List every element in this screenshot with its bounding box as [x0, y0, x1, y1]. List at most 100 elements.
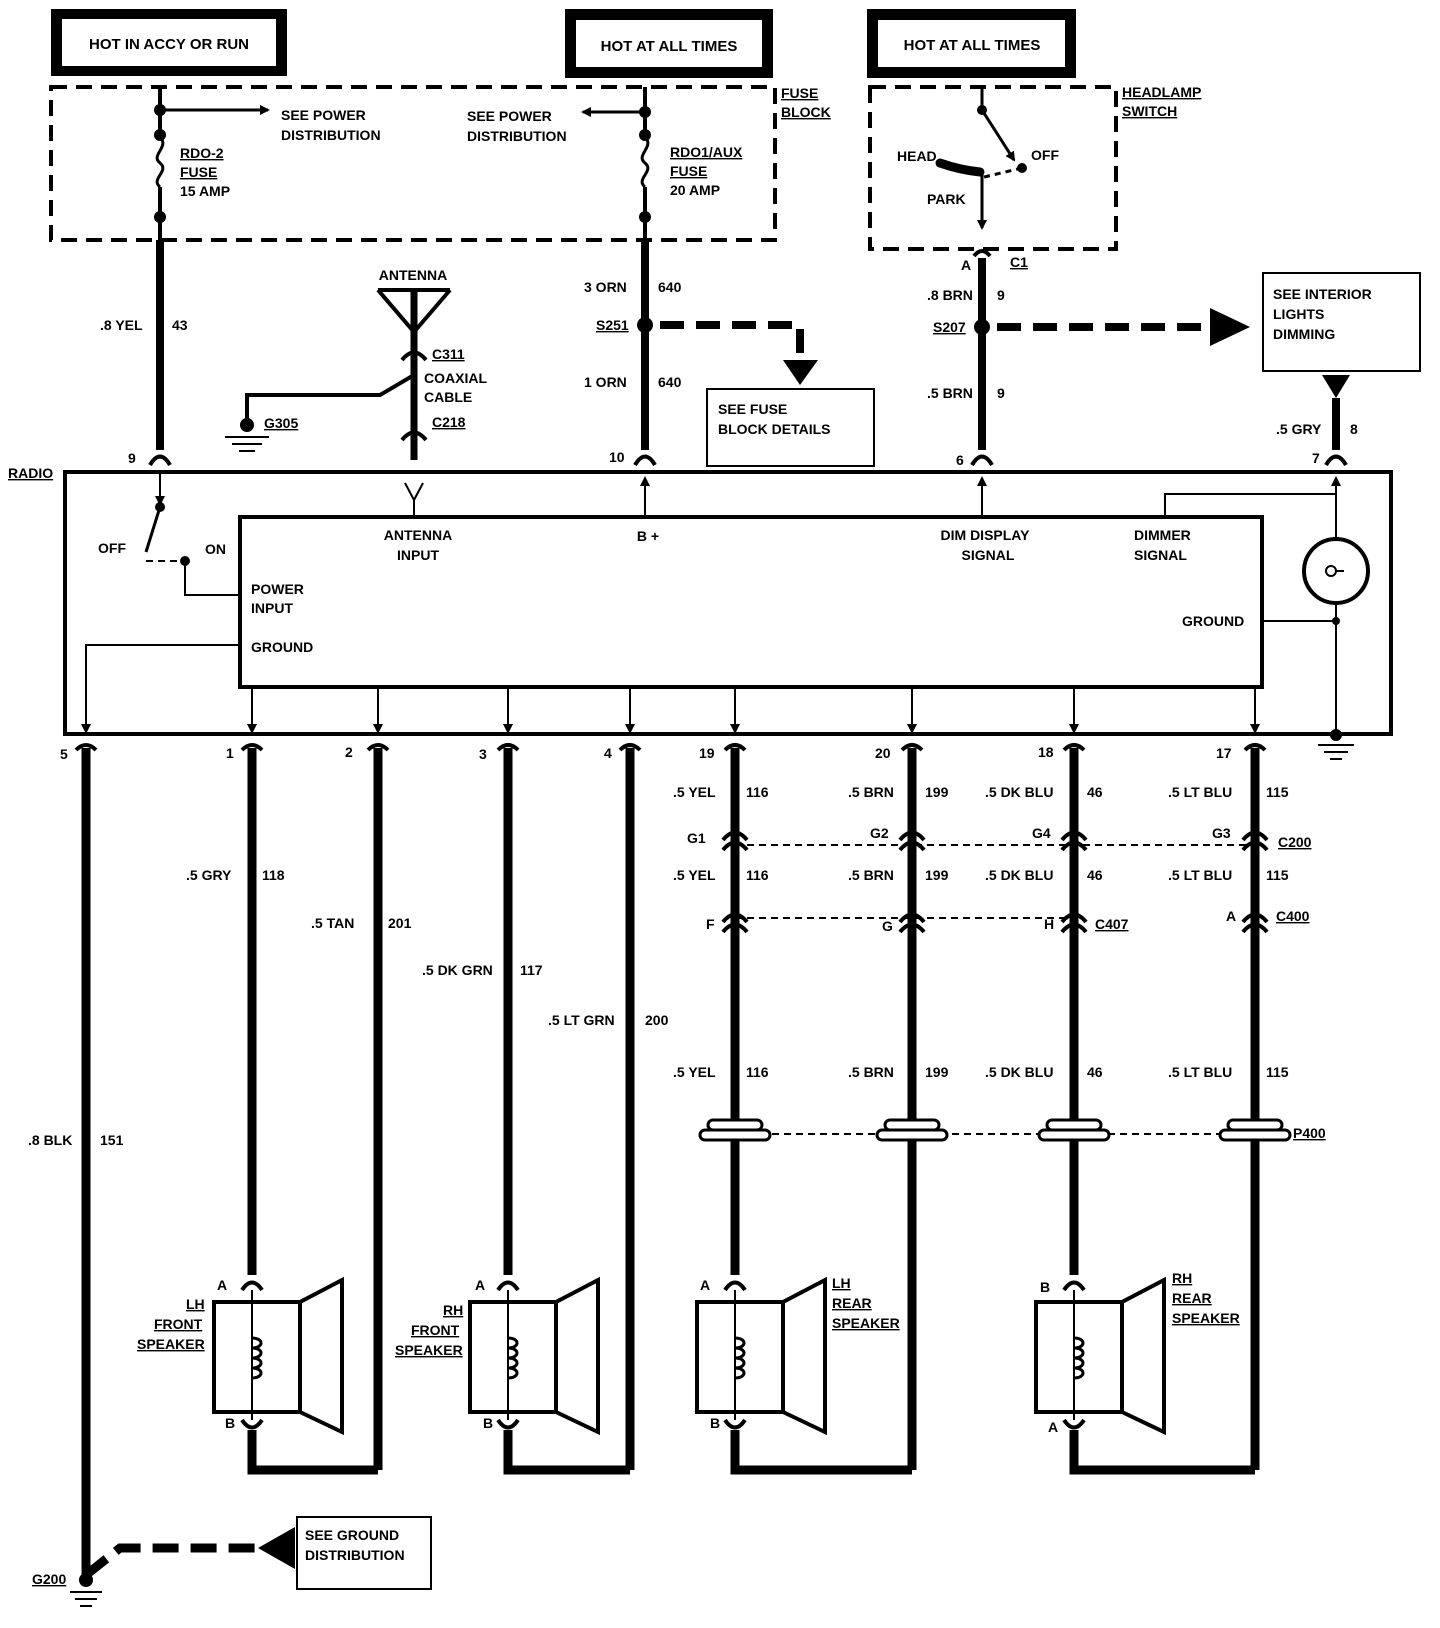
- antenna-cable-2: CABLE: [424, 389, 472, 405]
- dimmer-1: DIMMER: [1134, 527, 1191, 543]
- fuse1-line1: RDO-2: [180, 145, 224, 161]
- headlamp-c1: C1: [1010, 254, 1028, 270]
- antenna-g305: G305: [264, 415, 298, 431]
- lhf-label-1: LH: [186, 1296, 205, 1312]
- w116-gauge-3: .5 YEL: [673, 1064, 716, 1080]
- wire-9a-num: 9: [997, 287, 1005, 303]
- rhr-label-1: RH: [1172, 1270, 1192, 1286]
- headlamp-pin-a: A: [961, 257, 971, 273]
- w116-num-1: 116: [746, 784, 769, 800]
- pin-1: 1: [226, 745, 234, 761]
- interior-ref-3: DIMMING: [1273, 326, 1335, 342]
- w115-gauge-1: .5 LT BLU: [1168, 784, 1232, 800]
- headlamp-off: OFF: [1031, 147, 1059, 163]
- wire-640a-num: 640: [658, 279, 682, 295]
- w116-num-3: 116: [746, 1064, 769, 1080]
- rhf-label-1: RH: [443, 1302, 463, 1318]
- radio-unit: RADIO OFF ON POWER INPUT GROUND ANTENNA …: [8, 465, 1393, 760]
- wire-8-gauge: .5 GRY: [1276, 421, 1322, 437]
- fuse-block-label-1: FUSE: [781, 85, 818, 101]
- c407-g: G: [882, 918, 893, 934]
- fuse-details-1: SEE FUSE: [718, 401, 787, 417]
- fuse1-line2: FUSE: [180, 164, 217, 180]
- see-power-left-1: SEE POWER: [281, 107, 366, 123]
- g200-label: G200: [32, 1571, 66, 1587]
- radio-on: ON: [205, 541, 226, 557]
- headlamp-head: HEAD: [897, 148, 937, 164]
- wire-43: .8 YEL 43 9: [100, 240, 188, 467]
- antenna-c218: C218: [432, 414, 466, 430]
- headlamp-label-2: SWITCH: [1122, 103, 1177, 119]
- w115-num-1: 115: [1266, 784, 1289, 800]
- antenna-c311: C311: [432, 346, 465, 362]
- radio-off: OFF: [98, 540, 126, 556]
- wire-151-gauge: .8 BLK: [28, 1132, 72, 1148]
- wire-9b-num: 9: [997, 385, 1005, 401]
- bottom-wires: .8 BLK 151 .5 GRY 118 .5 TAN 201 .5 DK G…: [28, 748, 1289, 1575]
- wire-640b-num: 640: [658, 374, 682, 390]
- ground-dist-2: DISTRIBUTION: [305, 1547, 405, 1563]
- headlamp-switch: HEADLAMP SWITCH HEAD OFF PARK A C1: [868, 84, 1201, 273]
- power-input-1: POWER: [251, 581, 304, 597]
- pin-10: 10: [609, 449, 625, 465]
- ground-left: GROUND: [251, 639, 313, 655]
- fuse2-line1: RDO1/AUX: [670, 144, 743, 160]
- lhf-label-2: FRONT: [154, 1316, 203, 1332]
- dim-display-2: SIGNAL: [962, 547, 1015, 563]
- lhf-pin-a: A: [217, 1277, 227, 1293]
- header-hot-all-times-1: HOT AT ALL TIMES: [565, 9, 773, 78]
- header-hot2-text: HOT AT ALL TIMES: [904, 37, 1041, 54]
- w199-gauge-3: .5 BRN: [848, 1064, 894, 1080]
- lhf-label-3: SPEAKER: [137, 1336, 205, 1352]
- pin-18: 18: [1038, 744, 1054, 760]
- wire-8: .5 GRY 8 7: [1276, 375, 1358, 467]
- pin-3: 3: [479, 746, 487, 762]
- fuse-details-ref: SEE FUSE BLOCK DETAILS: [706, 388, 875, 467]
- wire-117-gauge: .5 DK GRN: [422, 962, 493, 978]
- rhr-pin-b: B: [1040, 1279, 1050, 1295]
- rhr-label-2: REAR: [1172, 1290, 1212, 1306]
- lhr-label-3: SPEAKER: [832, 1315, 900, 1331]
- wire-9: .8 BRN 9 S207 .5 BRN 9 6: [927, 258, 1250, 468]
- rhf-label-3: SPEAKER: [395, 1342, 463, 1358]
- pin-4: 4: [604, 745, 612, 761]
- c407-label: C407: [1095, 916, 1129, 932]
- splice-s251: S251: [596, 317, 629, 333]
- pin-5: 5: [60, 746, 68, 762]
- speaker-lh-front: A B LH FRONT SPEAKER: [137, 1276, 344, 1436]
- see-power-right-2: DISTRIBUTION: [467, 128, 567, 144]
- w199-gauge-1: .5 BRN: [848, 784, 894, 800]
- see-power-left-2: DISTRIBUTION: [281, 127, 381, 143]
- speaker-rh-rear: B A RH REAR SPEAKER: [1034, 1270, 1240, 1436]
- dim-display-1: DIM DISPLAY: [941, 527, 1031, 543]
- lhr-pin-b: B: [710, 1415, 720, 1431]
- speaker-lh-rear: A B LH REAR SPEAKER: [695, 1275, 900, 1436]
- header-hot1-text: HOT AT ALL TIMES: [601, 38, 738, 55]
- wire-9a-gauge: .8 BRN: [927, 287, 973, 303]
- lhr-label-2: REAR: [832, 1295, 872, 1311]
- w116-gauge-1: .5 YEL: [673, 784, 716, 800]
- rhf-pin-a: A: [475, 1277, 485, 1293]
- wire-200-num: 200: [645, 1012, 669, 1028]
- c200-g1: G1: [687, 830, 706, 846]
- c200-g2: G2: [870, 825, 889, 841]
- pin-2: 2: [345, 744, 353, 760]
- connector-c407: F G H C407: [706, 912, 1129, 934]
- radio-label: RADIO: [8, 465, 53, 481]
- pin-20: 20: [875, 745, 891, 761]
- bottom-pins: 5 1 2 3 4 19 20 18 17: [60, 743, 1267, 762]
- interior-lights-ref: SEE INTERIOR LIGHTS DIMMING: [1262, 272, 1421, 372]
- wire-640: 3 ORN 640 S251 1 ORN 640 10: [584, 240, 818, 467]
- headlamp-label-1: HEADLAMP: [1122, 84, 1201, 100]
- fuse2-line2: FUSE: [670, 163, 707, 179]
- c407-f: F: [706, 916, 715, 932]
- header-hot-all-times-2: HOT AT ALL TIMES: [867, 9, 1076, 78]
- wire-43-num: 43: [172, 317, 188, 333]
- header-accy-text: HOT IN ACCY OR RUN: [89, 36, 249, 53]
- interior-ref-2: LIGHTS: [1273, 306, 1324, 322]
- pin-19: 19: [699, 745, 715, 761]
- pin-7: 7: [1312, 450, 1320, 466]
- wire-118-gauge: .5 GRY: [186, 867, 232, 883]
- w116-gauge-2: .5 YEL: [673, 867, 716, 883]
- wire-43-gauge: .8 YEL: [100, 317, 143, 333]
